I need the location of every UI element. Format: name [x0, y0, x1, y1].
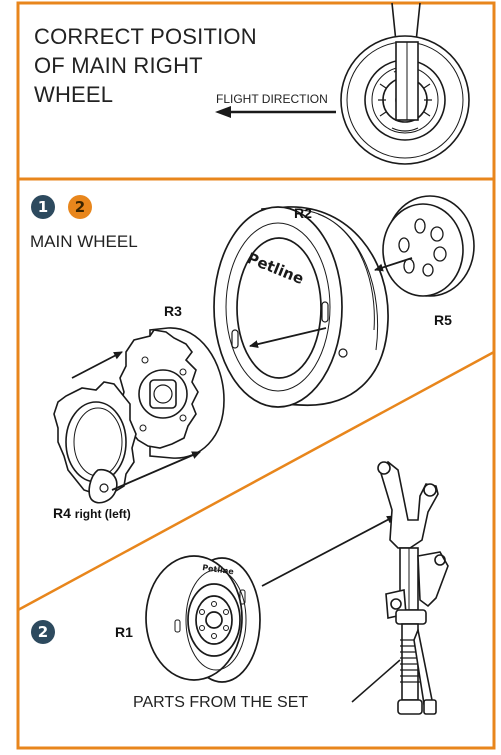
part-r5-hubcap	[382, 195, 475, 297]
parts-caption: PARTS FROM THE SET	[133, 694, 309, 711]
r1-tire-brand-text: Petline	[202, 563, 235, 576]
label-r2: R2	[294, 205, 312, 221]
label-r4: R4 right (left)	[53, 505, 131, 521]
part-r2-tire: Petline	[213, 206, 389, 408]
label-r4-code: R4	[53, 505, 71, 521]
label-r1: R1	[115, 624, 133, 640]
leader-line	[351, 659, 401, 703]
part-r4-brake	[53, 381, 137, 504]
part-r1-wheel: Petline	[145, 555, 261, 683]
label-r5: R5	[434, 312, 452, 328]
page-frame	[16, 1, 496, 750]
step-2-badge: 2	[31, 620, 55, 644]
label-r4-side: right (left)	[74, 507, 131, 521]
label-r3: R3	[164, 303, 182, 319]
step-2-badge-orange: 2	[68, 195, 92, 219]
arrow-icon	[261, 515, 396, 587]
arrow-icon	[71, 257, 413, 491]
arrow-left-icon	[215, 106, 336, 118]
step-1-badge: 1	[31, 195, 55, 219]
header-wheel-diagram	[340, 2, 470, 165]
section-title-main-wheel: MAIN WHEEL	[30, 232, 138, 251]
part-strut	[377, 460, 449, 715]
header-title: CORRECT POSITION OF MAIN RIGHT WHEEL	[34, 24, 257, 107]
part-r3-rim	[119, 327, 225, 459]
flight-direction-label: FLIGHT DIRECTION	[216, 92, 328, 106]
